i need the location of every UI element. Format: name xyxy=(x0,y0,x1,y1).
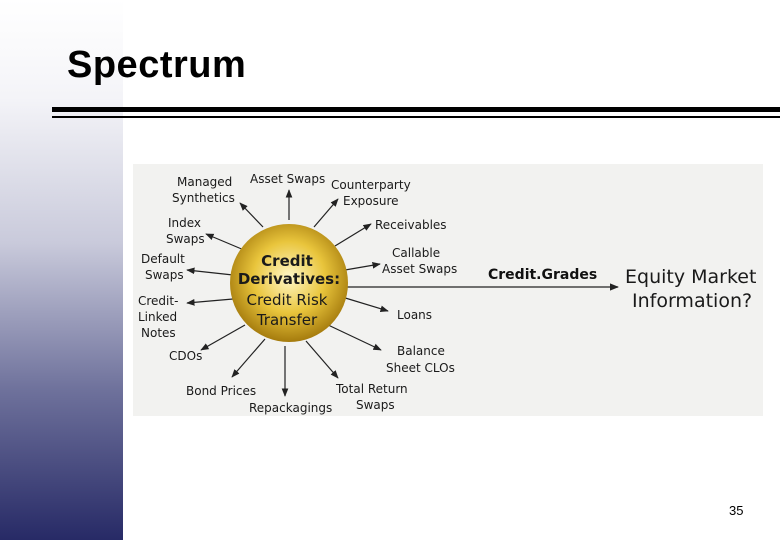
spoke-arrow-counterparty-exposure xyxy=(313,198,339,228)
spoke-arrow-credit-linked-notes xyxy=(186,298,234,306)
spoke-arrow-cdos xyxy=(200,324,246,351)
equity-market-line-2: Information? xyxy=(632,290,752,312)
equity-market-line-1: Equity Market xyxy=(625,266,756,288)
slide-title: Spectrum xyxy=(67,44,247,86)
spoke-arrow-balance-sheet-clos xyxy=(325,323,382,351)
hub-line-1: Credit xyxy=(261,252,313,270)
spoke-labels: Managed Synthetics Asset Swaps Counterpa… xyxy=(138,172,457,415)
spoke-arrow-index-swaps xyxy=(205,233,245,251)
spoke-arrow-default-swaps xyxy=(186,267,234,276)
spoke-arrow-receivables xyxy=(334,223,372,247)
hub-label: Credit Derivatives: Credit Risk Transfer xyxy=(238,252,340,329)
hub-line-3: Credit Risk xyxy=(247,291,328,309)
spoke-label-total-return-swaps: Total Return Swaps xyxy=(335,382,412,412)
page-number: 35 xyxy=(729,503,744,518)
spoke-label-balance-sheet-clos: Balance Sheet CLOs xyxy=(386,344,455,375)
spoke-arrow-callable-asset-swaps xyxy=(344,261,381,271)
spoke-label-loans: Loans xyxy=(397,308,432,322)
spoke-label-managed-synthetics: Managed Synthetics xyxy=(172,175,236,205)
spoke-arrow-total-return-swaps xyxy=(305,340,339,379)
title-underline-thin xyxy=(52,116,780,118)
spoke-arrow-managed-synthetics xyxy=(239,202,264,228)
spoke-label-credit-linked-notes: Credit- Linked Notes xyxy=(138,294,182,340)
spoke-label-cdos: CDOs xyxy=(169,349,202,363)
title-underline-thick xyxy=(52,107,780,112)
spoke-arrow-loans xyxy=(341,296,389,313)
spoke-arrows xyxy=(186,189,389,397)
spoke-label-bond-prices: Bond Prices xyxy=(186,384,256,398)
spoke-label-callable-asset-swaps: Callable Asset Swaps xyxy=(382,246,457,276)
spoke-label-index-swaps: Index Swaps xyxy=(166,216,205,246)
spoke-label-counterparty-exposure: Counterparty Exposure xyxy=(331,178,415,208)
hub-circle xyxy=(230,224,348,342)
spoke-label-receivables: Receivables xyxy=(375,218,447,232)
spoke-label-default-swaps: Default Swaps xyxy=(141,252,189,282)
spoke-label-asset-swaps: Asset Swaps xyxy=(250,172,325,186)
hub-line-2: Derivatives: xyxy=(238,270,340,288)
side-gradient-bar xyxy=(0,0,123,540)
spoke-arrow-bond-prices xyxy=(231,338,266,378)
credit-grades-label: Credit.Grades xyxy=(488,267,597,283)
hub-line-4: Transfer xyxy=(256,311,318,329)
spoke-label-repackagings: Repackagings xyxy=(249,401,332,415)
equity-market-label: Equity Market Information? xyxy=(625,266,756,312)
